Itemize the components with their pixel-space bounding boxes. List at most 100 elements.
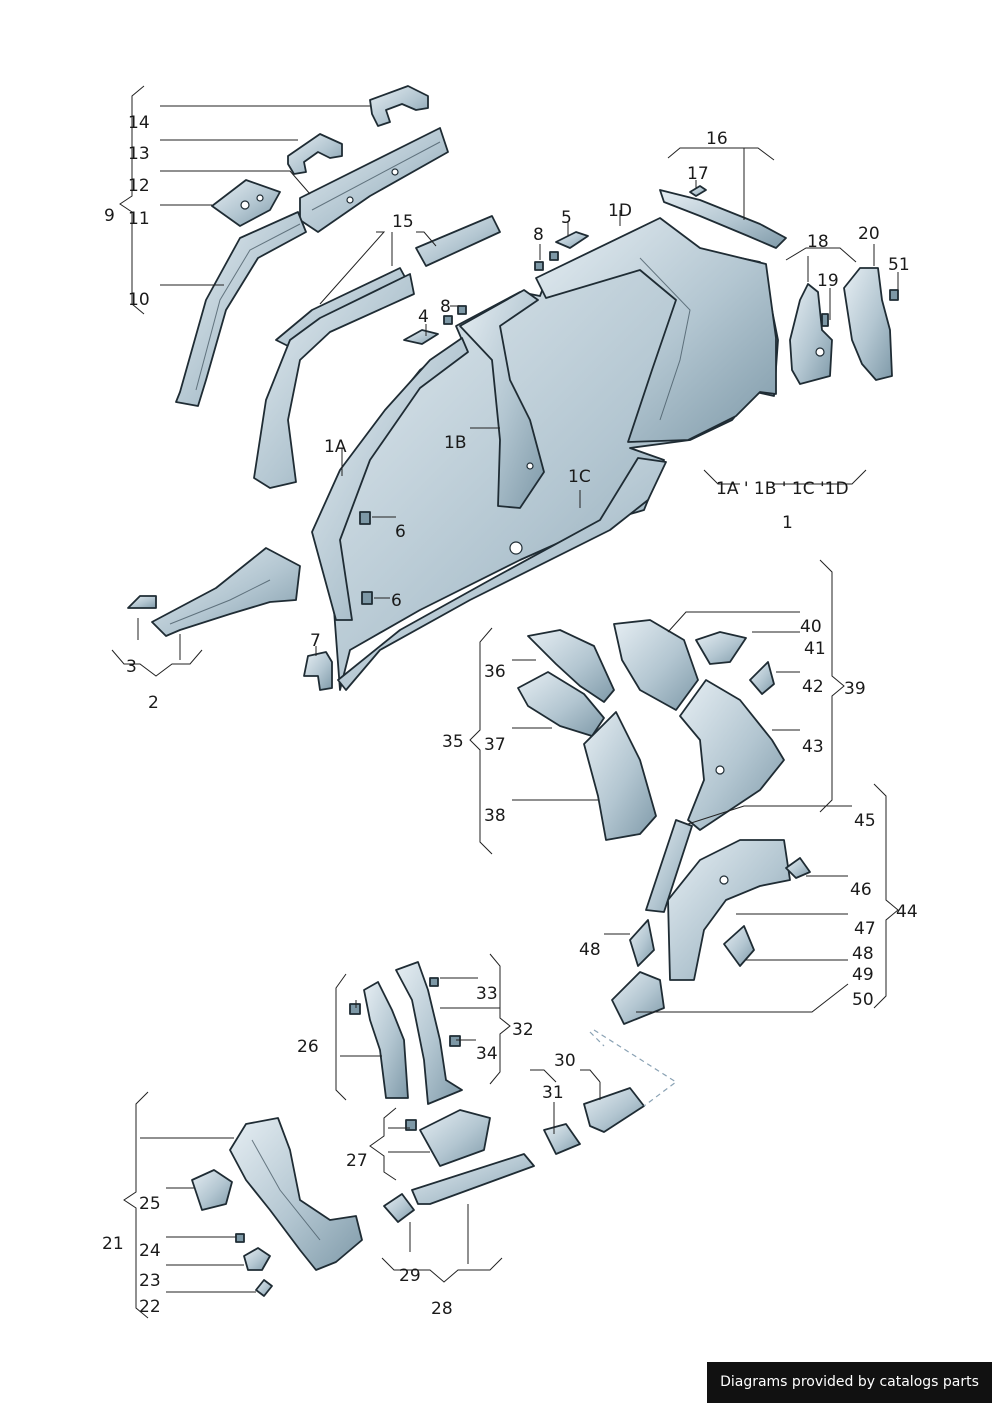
part-28-sill-member	[411, 1153, 535, 1205]
label-34: 34	[476, 1044, 498, 1064]
label-13: 13	[128, 144, 150, 164]
label-6-upper: 6	[395, 522, 406, 542]
label-10: 10	[128, 290, 150, 310]
part-10-pillar-inner	[175, 211, 307, 407]
label-8-right: 8	[533, 225, 544, 245]
label-7: 7	[310, 631, 321, 651]
label-21: 21	[102, 1234, 124, 1254]
part-41-bracket	[695, 631, 747, 665]
part-25-bracket	[191, 1169, 233, 1211]
label-49: 49	[852, 965, 874, 985]
label-51: 51	[888, 255, 910, 275]
part-16-rear-rail	[659, 189, 787, 249]
label-32: 32	[512, 1020, 534, 1040]
group-braces	[111, 85, 899, 1319]
part-13-bracket	[287, 133, 343, 175]
label-43: 43	[802, 737, 824, 757]
part-22-clip	[255, 1279, 273, 1297]
label-35: 35	[442, 732, 464, 752]
label-48-right: 48	[852, 944, 874, 964]
label-19: 19	[817, 271, 839, 291]
label-3: 3	[126, 657, 137, 677]
label-1c: 1C	[568, 467, 591, 487]
part-40-panel	[613, 619, 699, 711]
label-40: 40	[800, 617, 822, 637]
label-24: 24	[139, 1241, 161, 1261]
part-24-clip	[235, 1233, 245, 1243]
label-48-left: 48	[579, 940, 601, 960]
label-45: 45	[854, 811, 876, 831]
credit-badge: Diagrams provided by catalogs parts	[707, 1362, 992, 1403]
label-39: 39	[844, 679, 866, 699]
part-32-b-pillar-inner	[395, 961, 463, 1105]
label-1-group: 1A ' 1B ' 1C '1D	[716, 479, 849, 499]
part-18-panel	[789, 283, 833, 385]
label-4: 4	[418, 307, 429, 327]
label-30: 30	[554, 1051, 576, 1071]
part-30-bracket	[583, 1087, 645, 1133]
label-26: 26	[297, 1037, 319, 1057]
part-1c-sill	[337, 457, 667, 691]
part-26-b-pillar-reinforcement	[363, 981, 409, 1099]
part-4-clip	[403, 329, 439, 345]
part-29-bracket	[383, 1193, 415, 1223]
part-26-clip	[349, 1003, 361, 1015]
label-25: 25	[139, 1194, 161, 1214]
part-48-bracket-right	[723, 925, 755, 967]
label-5: 5	[561, 208, 572, 228]
part-21-pillar-lower	[229, 1117, 363, 1271]
label-14: 14	[128, 113, 150, 133]
part-33-clip	[429, 977, 439, 987]
label-8-left: 8	[440, 297, 451, 317]
label-17: 17	[687, 164, 709, 184]
part-3-cap	[127, 595, 157, 609]
part-27-plate	[419, 1109, 491, 1167]
part-8-nut	[443, 251, 559, 325]
part-19-pin	[821, 313, 829, 327]
part-36-bracket	[527, 629, 615, 703]
part-49-50-member	[611, 971, 665, 1025]
label-16: 16	[706, 129, 728, 149]
label-27: 27	[346, 1151, 368, 1171]
label-31: 31	[542, 1083, 564, 1103]
part-31-bracket	[543, 1123, 581, 1155]
label-20: 20	[858, 224, 880, 244]
part-43-wheelhouse-inner	[679, 679, 785, 831]
label-38: 38	[484, 806, 506, 826]
label-6-lower: 6	[391, 591, 402, 611]
part-47-wheelhouse	[667, 839, 791, 981]
label-47: 47	[854, 919, 876, 939]
part-15-pillar-a-inner	[253, 273, 415, 489]
label-2: 2	[148, 693, 159, 713]
part-15-roof-reinforcement	[415, 215, 501, 267]
part-14-bracket	[369, 85, 429, 127]
part-34-clip	[449, 1035, 461, 1047]
label-12: 12	[128, 176, 150, 196]
part-6-clip-lower	[361, 591, 373, 605]
label-41: 41	[804, 639, 826, 659]
part-6-clip-upper	[359, 511, 371, 525]
part-45-strip	[645, 819, 693, 913]
label-11: 11	[128, 209, 150, 229]
label-42: 42	[802, 677, 824, 697]
label-46: 46	[850, 880, 872, 900]
part-7-bracket	[303, 651, 333, 691]
label-1: 1	[782, 513, 793, 533]
label-18: 18	[807, 232, 829, 252]
part-20-bracket	[843, 267, 893, 381]
leader-lines	[137, 105, 899, 1293]
part-5-clip	[555, 231, 589, 249]
label-23: 23	[139, 1271, 161, 1291]
label-44: 44	[896, 902, 918, 922]
part-number-labels: 1 1A 1B 1C 1D 1A ' 1B ' 1C '1D 2 3 4 5 6…	[102, 113, 918, 1319]
label-36: 36	[484, 662, 506, 682]
label-1d: 1D	[608, 201, 632, 221]
part-37-panel	[517, 671, 605, 737]
part-1d-rear-quarter	[535, 217, 777, 443]
label-9: 9	[104, 206, 115, 226]
label-33: 33	[476, 984, 498, 1004]
part-23-bracket	[243, 1247, 271, 1271]
part-48-bracket-left	[629, 919, 655, 967]
label-1b: 1B	[444, 433, 466, 453]
